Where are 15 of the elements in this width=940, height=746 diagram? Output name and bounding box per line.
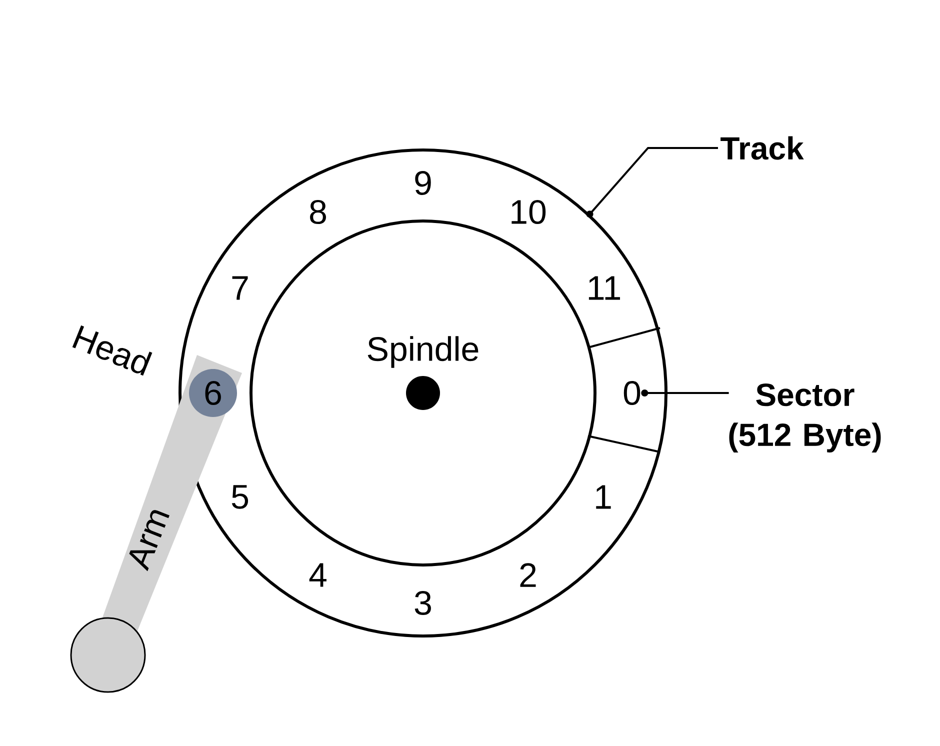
track-label: Track bbox=[720, 136, 804, 160]
leader-line bbox=[641, 390, 729, 396]
spindle-label: Spindle bbox=[368, 336, 478, 368]
sector-segment: 0 bbox=[588, 327, 660, 453]
sector-number: 8 bbox=[310, 200, 326, 224]
sector-number: 1 bbox=[596, 485, 611, 509]
sector-number: 9 bbox=[415, 170, 431, 196]
sector-number: 7 bbox=[232, 276, 248, 300]
sector-number: 2 bbox=[520, 563, 536, 587]
sector-label: Sector (512 Byte) bbox=[729, 384, 881, 452]
sector-number: 3 bbox=[414, 590, 431, 616]
platter-drawing bbox=[178, 148, 668, 638]
sector-number: 10 bbox=[512, 200, 546, 224]
leader-line bbox=[586, 147, 718, 218]
sector-number: 4 bbox=[309, 563, 326, 587]
